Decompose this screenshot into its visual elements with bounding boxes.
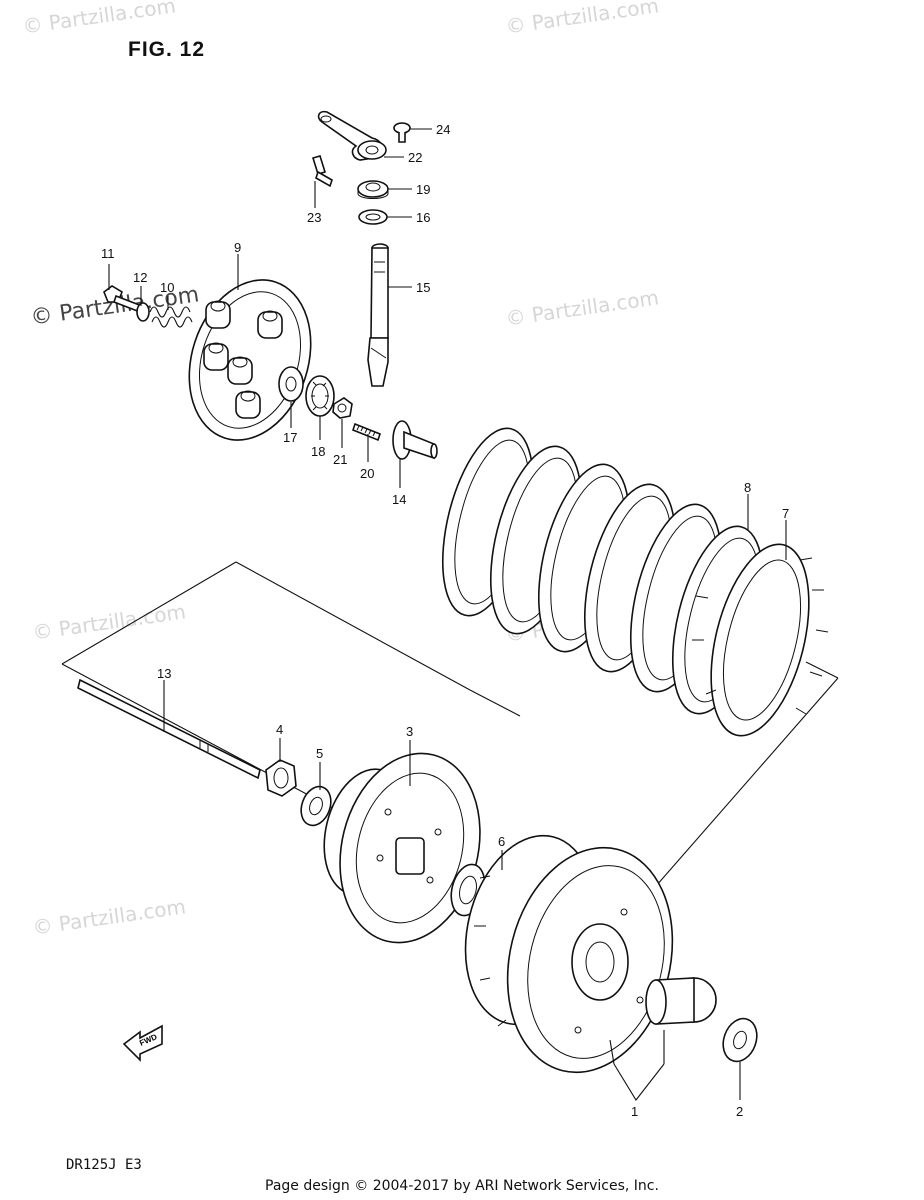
- plate-group-outline-mid: [469, 689, 521, 717]
- callout-11: 11: [101, 246, 115, 261]
- release-arm-22: [317, 110, 387, 161]
- callout-15: 15: [416, 280, 430, 295]
- callout-7: 7: [782, 506, 789, 521]
- callout-24: 24: [436, 122, 450, 137]
- drive-plate-7: [692, 543, 829, 737]
- model-code: DR125J E3: [66, 1157, 142, 1173]
- callout-10: 10: [160, 280, 174, 295]
- callout-14: 14: [392, 492, 406, 507]
- callout-3: 3: [406, 724, 413, 739]
- bearing-18: [305, 375, 335, 417]
- callout-8: 8: [744, 480, 751, 495]
- spacer-sleeve: [645, 977, 717, 1025]
- push-piece-14: [392, 420, 438, 460]
- nut-4: [265, 759, 297, 797]
- washer-5: [300, 785, 332, 827]
- pressure-plate-9: [188, 279, 312, 441]
- callout-18: 18: [311, 444, 325, 459]
- callout-19: 19: [416, 182, 430, 197]
- fwd-arrow-icon: FWD: [122, 1024, 163, 1062]
- plate-group-outline: [61, 561, 471, 691]
- oil-seal-19: [357, 180, 389, 199]
- washer-16: [358, 209, 388, 225]
- clutch-spring-10: [149, 306, 193, 328]
- callout-22: 22: [408, 150, 422, 165]
- screw-24: [393, 122, 411, 143]
- callout-20: 20: [360, 466, 374, 481]
- washer-2: [722, 1017, 758, 1063]
- callout-2: 2: [736, 1104, 743, 1119]
- callout-numbers: 24 22 19 16 23 15 9 11 12 10 17 18 21 20…: [101, 122, 789, 1119]
- washer-12: [136, 302, 150, 322]
- page-footer: Page design © 2004-2017 by ARI Network S…: [265, 1178, 659, 1194]
- release-shaft-15: [367, 243, 389, 387]
- callout-17: 17: [283, 430, 297, 445]
- callout-21: 21: [333, 452, 347, 467]
- nut-21: [332, 397, 353, 419]
- callout-4: 4: [276, 722, 283, 737]
- figure-title: FIG. 12: [128, 38, 206, 61]
- adjusting-screw-20: [352, 422, 381, 442]
- callout-1: 1: [631, 1104, 638, 1119]
- callout-23: 23: [307, 210, 321, 225]
- clutch-housing-1: [464, 834, 674, 1074]
- screw-23: [311, 155, 333, 188]
- washer-17: [278, 366, 304, 402]
- clutch-sleeve-hub-3: [323, 752, 481, 944]
- callout-13: 13: [157, 666, 171, 681]
- bolt-11: [103, 285, 144, 314]
- leader-lines: [108, 128, 787, 1101]
- callout-12: 12: [133, 270, 147, 285]
- callout-6: 6: [498, 834, 505, 849]
- callout-9: 9: [234, 240, 241, 255]
- callout-16: 16: [416, 210, 430, 225]
- callout-5: 5: [316, 746, 323, 761]
- push-rod-13: [77, 678, 261, 780]
